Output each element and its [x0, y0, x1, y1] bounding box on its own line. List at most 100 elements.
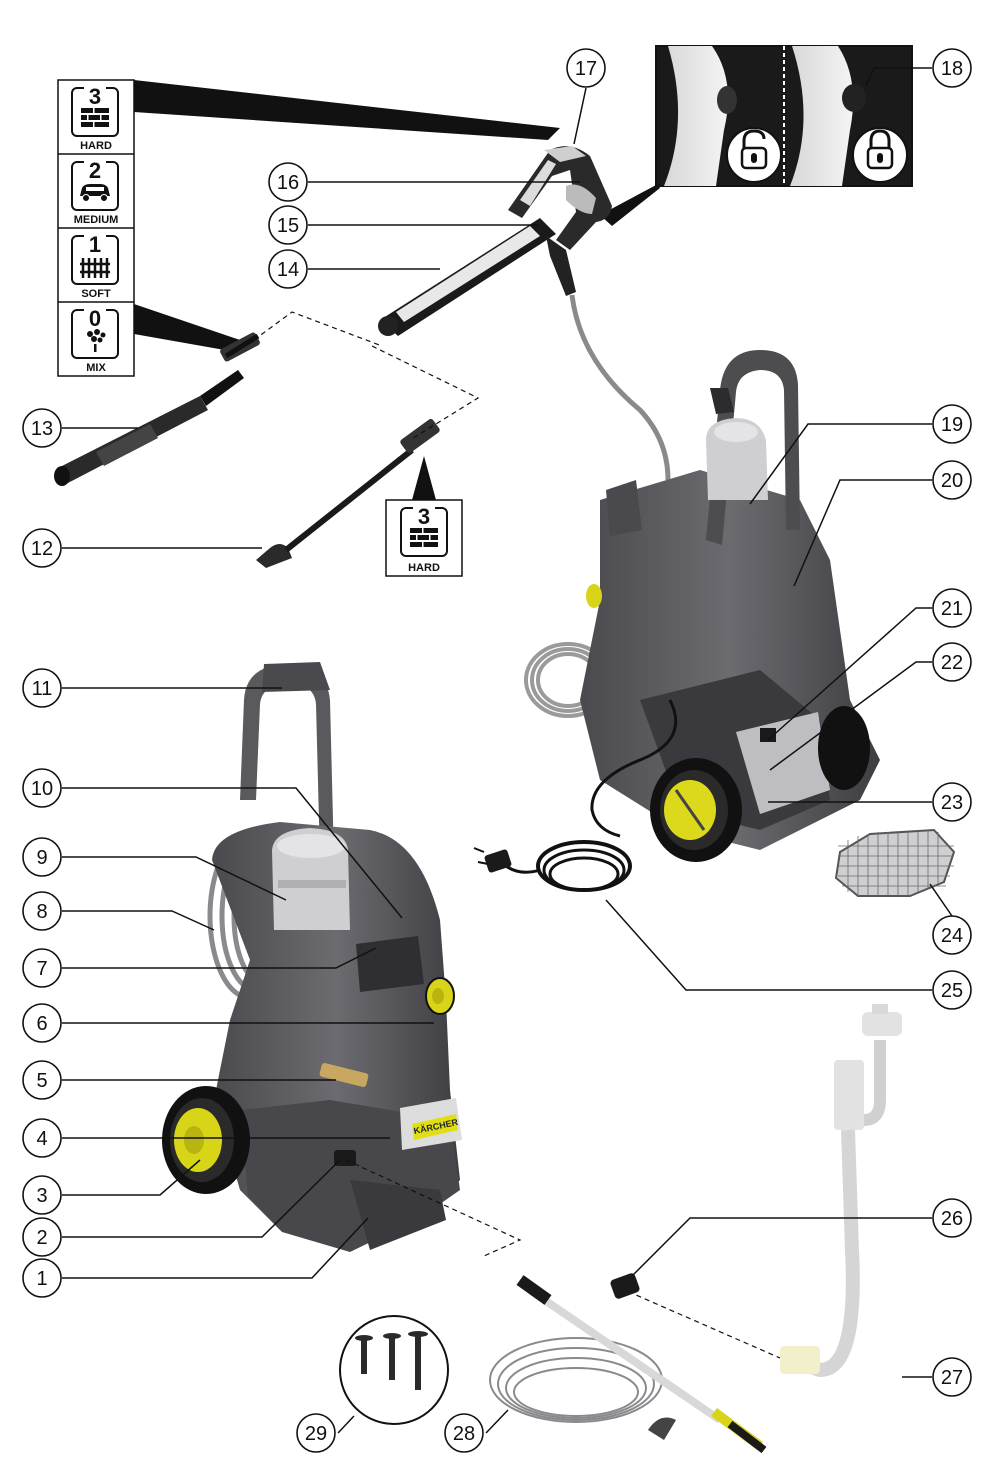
- spray-gun: [378, 146, 612, 336]
- callout-number: 7: [36, 958, 47, 980]
- garden-hose: [780, 1004, 902, 1378]
- high-pressure-hose: [569, 294, 671, 481]
- callout-5: 5: [22, 1060, 62, 1100]
- callout-number: 24: [941, 925, 963, 947]
- screw-kit: [339, 1315, 449, 1425]
- unlocked-padlock-icon: [726, 127, 782, 183]
- pointer-to-lance-dial: [134, 304, 240, 352]
- callout-number: 23: [941, 792, 963, 814]
- callout-number: 28: [453, 1423, 475, 1445]
- callout-28: 28: [444, 1413, 484, 1453]
- callout-number: 18: [941, 58, 963, 80]
- callout-number: 16: [277, 172, 299, 194]
- callout-number: 22: [941, 652, 963, 674]
- level-2-badge: 2 MEDIUM: [71, 158, 119, 226]
- callout-12: 12: [22, 528, 62, 568]
- machine-rear-view: [524, 350, 880, 862]
- brick-wall-icon: [410, 528, 438, 547]
- svg-text:3: 3: [418, 504, 430, 529]
- callout-19: 19: [932, 404, 972, 444]
- callout-8: 8: [22, 891, 62, 931]
- detergent-icon: [87, 329, 106, 352]
- leader-lines: [62, 67, 953, 1434]
- callout-13: 13: [22, 408, 62, 448]
- callout-number: 20: [941, 470, 963, 492]
- callout-23: 23: [932, 782, 972, 822]
- callout-11: 11: [22, 668, 62, 708]
- callout-20: 20: [932, 460, 972, 500]
- callout-14: 14: [268, 249, 308, 289]
- svg-text:HARD: HARD: [408, 562, 440, 574]
- callout-1: 1: [22, 1258, 62, 1298]
- machine-front-view: KÄRCHER: [162, 662, 462, 1252]
- callout-16: 16: [268, 162, 308, 202]
- svg-text:MIX: MIX: [86, 362, 106, 374]
- level-0-badge: 0 MIX: [71, 306, 119, 374]
- callout-number: 6: [36, 1013, 47, 1035]
- callout-number: 8: [36, 901, 47, 923]
- brick-wall-icon: [81, 108, 109, 127]
- callout-26: 26: [932, 1198, 972, 1238]
- front-wheel: [162, 1086, 250, 1194]
- svg-text:3: 3: [89, 84, 101, 109]
- callout-4: 4: [22, 1118, 62, 1158]
- callout-17: 17: [566, 48, 606, 88]
- svg-text:0: 0: [89, 306, 101, 331]
- svg-text:MEDIUM: MEDIUM: [74, 214, 119, 226]
- callout-number: 4: [36, 1128, 47, 1150]
- rear-wheel-left: [650, 758, 742, 862]
- callout-number: 25: [941, 980, 963, 1002]
- callout-22: 22: [932, 642, 972, 682]
- callout-29: 29: [296, 1413, 336, 1453]
- callout-24: 24: [932, 915, 972, 955]
- callout-18: 18: [932, 48, 972, 88]
- coupling: [610, 1273, 640, 1299]
- callout-number: 1: [36, 1268, 47, 1290]
- callout-25: 25: [932, 970, 972, 1010]
- assembly-line-inlet: [345, 1159, 781, 1359]
- callout-number: 3: [36, 1185, 47, 1207]
- callout-number: 13: [31, 418, 53, 440]
- callout-number: 12: [31, 538, 53, 560]
- callout-number: 21: [941, 598, 963, 620]
- callout-number: 29: [305, 1423, 327, 1445]
- level-3-badge: 3 HARD: [71, 84, 119, 152]
- assembly-line-lances: [253, 311, 480, 441]
- callout-3: 3: [22, 1175, 62, 1215]
- callout-9: 9: [22, 837, 62, 877]
- callout-6: 6: [22, 1003, 62, 1043]
- callout-number: 5: [36, 1070, 47, 1092]
- lance-13-neck: [224, 333, 260, 359]
- fine-filter: [834, 828, 956, 897]
- fence-icon: [80, 258, 110, 278]
- callout-21: 21: [932, 588, 972, 628]
- callout-number: 2: [36, 1227, 47, 1249]
- level-1-badge: 1 SOFT: [71, 232, 119, 300]
- pressure-level-panel: 3 HARD 2 MEDIUM 1: [57, 79, 560, 377]
- callout-number: 17: [575, 58, 597, 80]
- locked-padlock-icon: [852, 127, 908, 183]
- svg-text:2: 2: [89, 158, 101, 183]
- callout-number: 9: [36, 847, 47, 869]
- trigger-lock-inset: [600, 45, 913, 226]
- callout-2: 2: [22, 1217, 62, 1257]
- callout-number: 26: [941, 1208, 963, 1230]
- callout-number: 14: [277, 259, 299, 281]
- spray-lance-hard-badge: 3 HARD: [385, 456, 463, 577]
- svg-text:SOFT: SOFT: [81, 288, 111, 300]
- callout-27: 27: [932, 1357, 972, 1397]
- suction-hose: [489, 1275, 767, 1454]
- callout-number: 15: [277, 215, 299, 237]
- pointer-to-gun-dial: [134, 80, 560, 140]
- callout-7: 7: [22, 948, 62, 988]
- car-icon: [80, 184, 110, 202]
- callout-10: 10: [22, 768, 62, 808]
- callout-15: 15: [268, 205, 308, 245]
- callout-number: 11: [32, 678, 53, 700]
- svg-text:1: 1: [89, 232, 101, 257]
- callout-number: 10: [31, 778, 53, 800]
- power-cord: [473, 840, 632, 892]
- callout-number: 19: [941, 414, 963, 436]
